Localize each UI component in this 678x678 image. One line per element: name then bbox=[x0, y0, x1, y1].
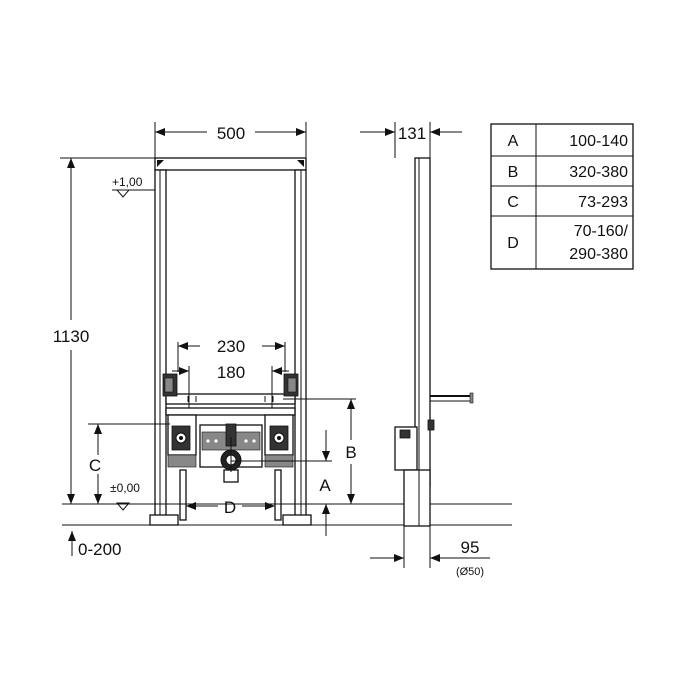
zero-level-label: ±0,00 bbox=[110, 481, 140, 495]
width-dimension-label: 500 bbox=[217, 124, 245, 143]
a-dimension-label: A bbox=[319, 476, 331, 495]
table-row-value: 320-380 bbox=[569, 164, 628, 181]
table-row-key: C bbox=[507, 194, 519, 211]
b-dimension-label: B bbox=[345, 443, 356, 462]
d-dimension-label: D bbox=[224, 498, 236, 517]
table-row-key: A bbox=[508, 133, 519, 150]
b-dimension: B bbox=[283, 398, 357, 504]
side-view: 131 95 (Ø50) bbox=[360, 122, 490, 578]
front-view: 500 bbox=[149, 122, 312, 526]
dimension-table: A 100-140 B 320-380 C 73-293 D 70-160/ 2… bbox=[490, 123, 634, 270]
floor-range: 0-200 bbox=[68, 531, 121, 559]
table-row-key: D bbox=[507, 235, 519, 252]
depth-dimension-label: 131 bbox=[398, 124, 426, 143]
pipe-offset-label: 95 bbox=[461, 538, 480, 557]
table-row-key: B bbox=[508, 164, 519, 181]
inner-spacing-label: 180 bbox=[217, 363, 245, 382]
pipe-diameter-label: (Ø50) bbox=[456, 566, 484, 578]
plus-level-label: +1,00 bbox=[112, 175, 143, 189]
height-dimension: 1130 +1,00 bbox=[53, 157, 155, 504]
table-row-value: 73-293 bbox=[578, 194, 628, 211]
c-dimension: C ±0,00 bbox=[88, 423, 170, 511]
c-dimension-label: C bbox=[89, 456, 101, 475]
height-dimension-label: 1130 bbox=[53, 327, 90, 346]
a-dimension: A bbox=[231, 430, 332, 536]
table-row-value: 100-140 bbox=[569, 133, 628, 150]
outer-spacing-label: 230 bbox=[217, 337, 245, 356]
table-row-value: 70-160/ bbox=[574, 223, 629, 240]
table-row-value: 290-380 bbox=[569, 246, 628, 263]
floor-range-label: 0-200 bbox=[78, 540, 121, 559]
